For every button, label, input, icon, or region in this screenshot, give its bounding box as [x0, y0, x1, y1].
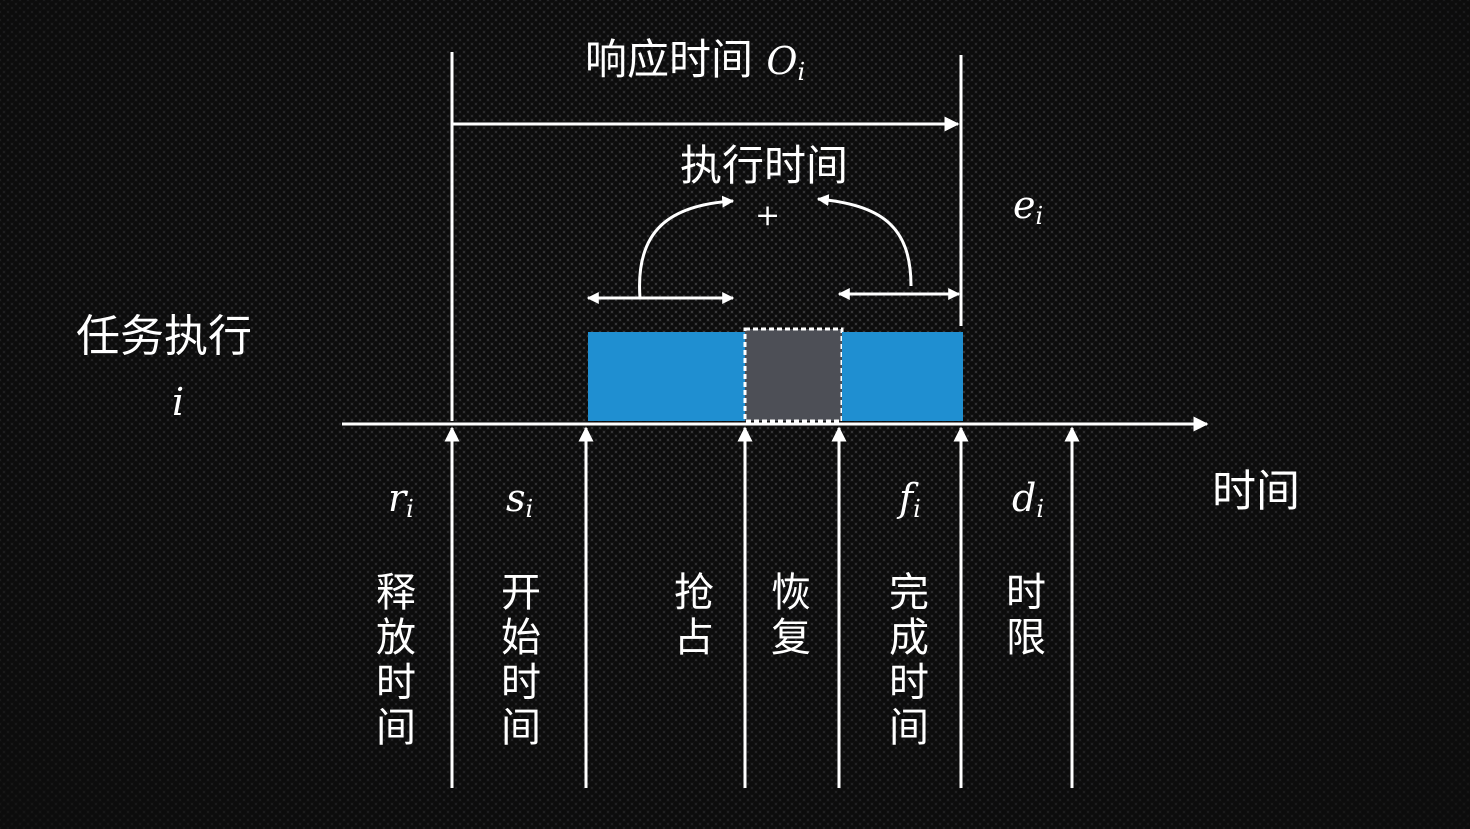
time-axis-label: 时间	[1212, 466, 1300, 517]
e-symbol-label: ei	[1013, 183, 1044, 230]
finish-symbol: f	[899, 476, 914, 520]
finish-sub: i	[913, 495, 921, 523]
deadline-symbol: d	[1012, 476, 1037, 520]
start-symbol: s	[506, 476, 526, 520]
exec-block-second	[842, 332, 963, 421]
start-symbol-label: si	[506, 476, 534, 523]
exec-time-label: 执行时间	[680, 141, 849, 190]
sum-curve-arrow-right	[816, 194, 913, 287]
deadline-sub: i	[1036, 495, 1045, 523]
response-time-text: 响应时间	[585, 35, 754, 84]
task-label: 任务执行	[76, 311, 252, 362]
release-symbol-label: ri	[388, 476, 414, 523]
start-time-label: 开始时间	[501, 570, 541, 751]
response-time-label: 响应时间 Oi	[585, 26, 805, 87]
e-sub: i	[1035, 202, 1044, 230]
response-time-symbol: O	[766, 39, 798, 83]
release-sub: i	[406, 495, 414, 523]
preempt-block	[743, 327, 844, 423]
deadline-label: 时限	[1006, 570, 1046, 661]
finish-time-label: 完成时间	[889, 570, 929, 751]
deadline-symbol-label: di	[1012, 476, 1045, 523]
release-time-label: 释放时间	[376, 570, 416, 751]
resume-label: 恢复	[771, 570, 811, 661]
sum-curve-arrow-left	[638, 195, 735, 299]
release-symbol: r	[388, 476, 407, 520]
task-index: i	[172, 380, 185, 424]
finish-symbol-label: fi	[899, 476, 921, 523]
e-symbol: e	[1013, 183, 1036, 227]
response-time-sub: i	[797, 58, 806, 86]
plus-sign: +	[755, 198, 781, 233]
exec-block-first	[588, 332, 745, 421]
preempt-label: 抢占	[674, 570, 714, 661]
start-sub: i	[525, 495, 534, 523]
